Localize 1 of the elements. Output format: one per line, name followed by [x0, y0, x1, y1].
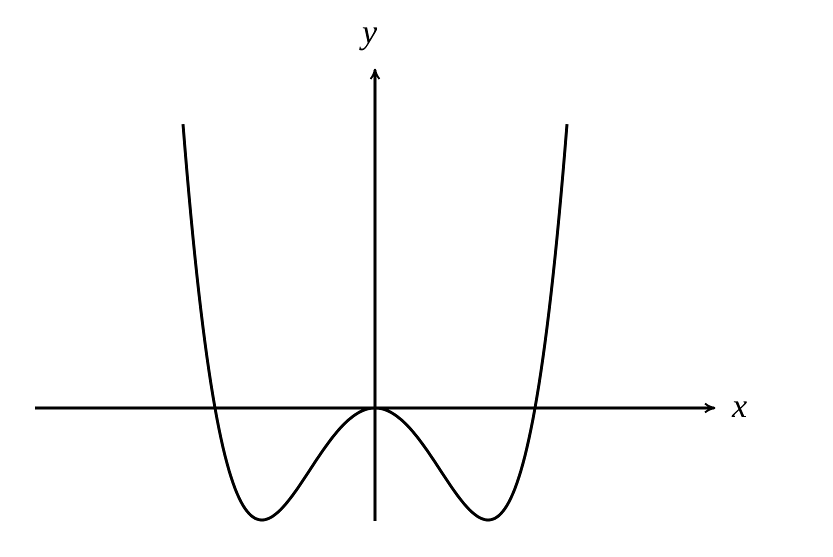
- axis-label: x: [732, 390, 748, 424]
